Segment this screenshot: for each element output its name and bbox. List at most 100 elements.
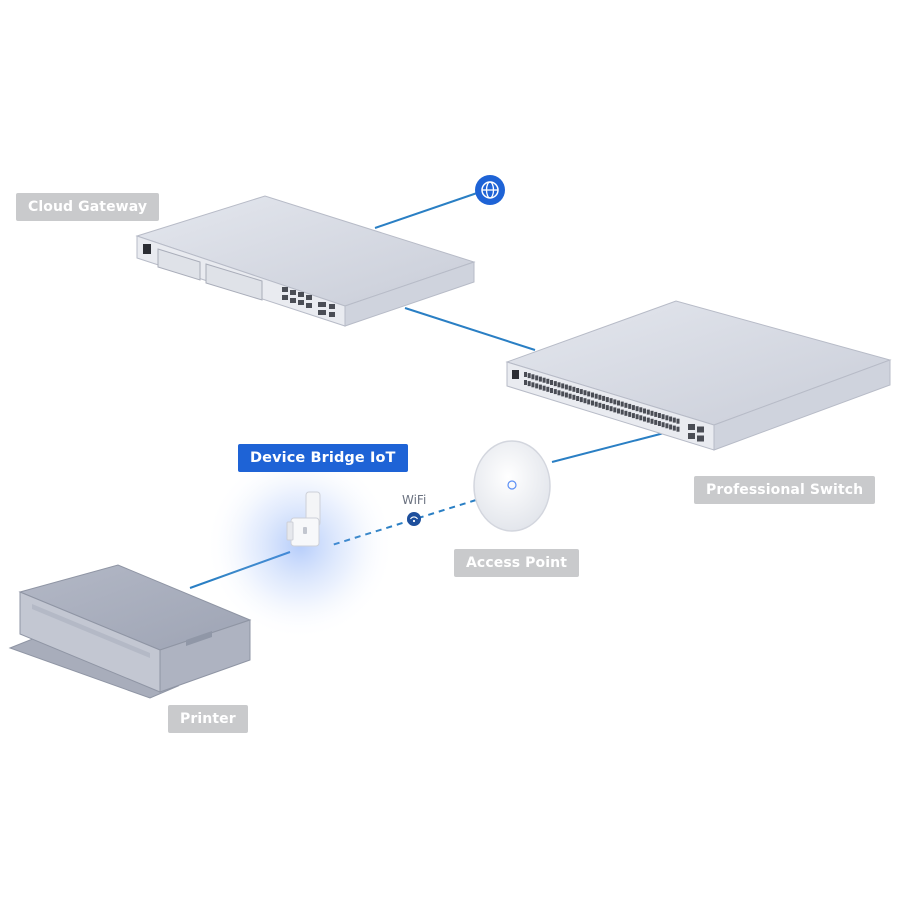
switch-port bbox=[553, 381, 557, 387]
switch-port bbox=[564, 384, 568, 390]
switch-port bbox=[531, 382, 535, 388]
switch-port bbox=[620, 409, 624, 415]
switch-port bbox=[654, 419, 658, 425]
switch-port bbox=[568, 393, 572, 399]
switch-port-grid bbox=[524, 372, 704, 442]
switch-port bbox=[669, 424, 673, 430]
switch-port bbox=[557, 390, 561, 396]
printer-device bbox=[8, 564, 252, 699]
switch-port bbox=[635, 414, 639, 420]
switch-port bbox=[602, 395, 606, 401]
switch-port bbox=[650, 410, 654, 416]
label-printer: Printer bbox=[168, 705, 248, 733]
professional-switch-device bbox=[505, 300, 892, 451]
switch-port bbox=[635, 406, 639, 412]
switch-port bbox=[631, 413, 635, 419]
switch-port bbox=[531, 374, 535, 380]
switch-port bbox=[598, 402, 602, 408]
switch-port bbox=[669, 416, 673, 422]
switch-port bbox=[579, 389, 583, 395]
switch-port bbox=[553, 389, 557, 395]
switch-port bbox=[579, 397, 583, 403]
switch-port bbox=[527, 381, 531, 387]
switch-port bbox=[672, 417, 676, 423]
link-gateway-switch bbox=[404, 307, 536, 351]
switch-port bbox=[617, 408, 620, 414]
switch-port bbox=[624, 410, 628, 416]
device-bridge-iot-device bbox=[286, 491, 321, 547]
globe-icon bbox=[475, 175, 505, 205]
switch-port bbox=[564, 392, 568, 398]
switch-port bbox=[572, 394, 576, 400]
switch-uplink-port bbox=[688, 424, 695, 430]
switch-port bbox=[524, 380, 527, 385]
switch-port bbox=[591, 400, 594, 406]
switch-port bbox=[609, 398, 613, 404]
switch-port bbox=[583, 390, 587, 396]
switch-port bbox=[576, 396, 580, 401]
switch-port bbox=[661, 414, 665, 420]
switch-port bbox=[557, 382, 561, 388]
switch-port bbox=[535, 375, 539, 381]
switch-port bbox=[672, 425, 676, 431]
label-wifi: WiFi bbox=[402, 493, 427, 507]
switch-port bbox=[568, 385, 572, 391]
switch-port bbox=[620, 401, 624, 407]
switch-port bbox=[524, 372, 527, 377]
switch-port bbox=[546, 378, 550, 384]
switch-uplink-port bbox=[688, 433, 695, 439]
switch-port bbox=[639, 415, 643, 421]
switch-port bbox=[587, 391, 591, 397]
switch-port bbox=[646, 409, 650, 415]
switch-port bbox=[587, 399, 591, 405]
switch-port bbox=[602, 403, 606, 409]
switch-port bbox=[561, 391, 565, 397]
switch-port bbox=[624, 402, 628, 408]
switch-port bbox=[628, 403, 632, 409]
switch-port bbox=[665, 415, 669, 421]
switch-port bbox=[538, 376, 542, 382]
wifi-icon bbox=[407, 512, 421, 526]
link-gateway-internet bbox=[374, 191, 481, 229]
switch-port bbox=[561, 383, 565, 389]
switch-port bbox=[613, 407, 617, 413]
switch-port bbox=[643, 408, 646, 414]
link-switch-accesspoint bbox=[551, 431, 669, 463]
switch-port bbox=[609, 406, 613, 412]
switch-port bbox=[542, 377, 546, 383]
switch-port bbox=[605, 397, 609, 403]
switch-port bbox=[546, 386, 550, 392]
switch-port bbox=[657, 413, 661, 418]
switch-port bbox=[676, 426, 680, 432]
switch-uplink-port bbox=[697, 435, 704, 442]
switch-port bbox=[613, 399, 617, 405]
label-cloud-gateway: Cloud Gateway bbox=[16, 193, 160, 221]
switch-port bbox=[572, 386, 576, 392]
switch-port bbox=[550, 388, 553, 393]
switch-port bbox=[598, 394, 602, 400]
switch-port bbox=[594, 401, 598, 407]
switch-port bbox=[650, 418, 654, 424]
gateway-port-grid bbox=[282, 287, 335, 317]
switch-port bbox=[542, 385, 546, 391]
switch-port bbox=[538, 384, 542, 390]
switch-port bbox=[639, 407, 643, 413]
switch-port bbox=[617, 400, 620, 406]
switch-port bbox=[576, 388, 580, 393]
switch-port bbox=[665, 423, 669, 429]
switch-port bbox=[643, 416, 646, 422]
switch-uplink-port bbox=[697, 426, 704, 433]
switch-port bbox=[535, 383, 539, 389]
switch-port bbox=[594, 393, 598, 399]
cloud-gateway-device bbox=[135, 195, 476, 327]
switch-port bbox=[646, 417, 650, 423]
switch-port bbox=[591, 392, 594, 398]
label-professional-switch: Professional Switch bbox=[694, 476, 876, 504]
access-point-device bbox=[473, 440, 551, 532]
switch-port bbox=[628, 411, 632, 417]
switch-port bbox=[550, 380, 553, 385]
label-access-point: Access Point bbox=[454, 549, 580, 577]
switch-port bbox=[527, 373, 531, 379]
switch-port bbox=[631, 405, 635, 411]
